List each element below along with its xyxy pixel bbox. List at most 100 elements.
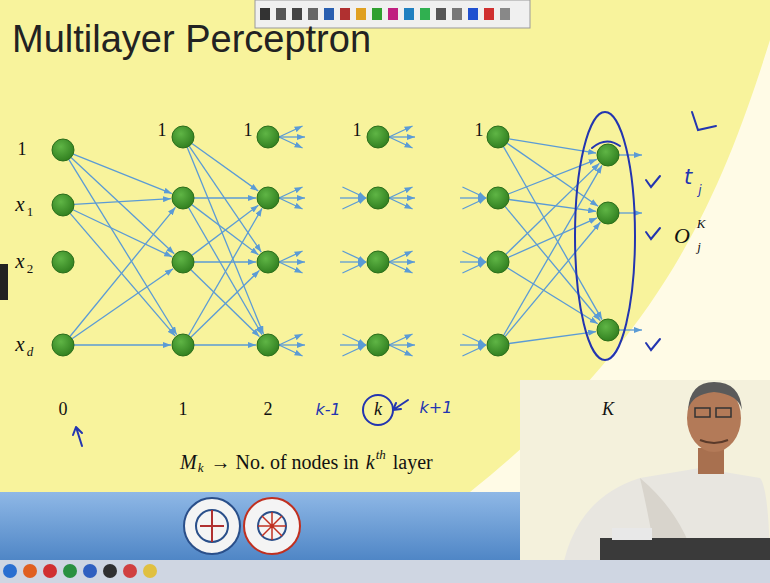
weight-arrow <box>505 206 600 320</box>
neuron-node <box>367 126 389 148</box>
slide-title: Multilayer Perceptron <box>12 18 371 61</box>
network-illustration <box>52 126 642 356</box>
input-symbol: x <box>15 333 24 356</box>
weight-arrow <box>340 261 366 262</box>
neuron-node <box>52 139 74 161</box>
weight-arrow <box>191 270 260 337</box>
neuron-node <box>52 251 74 273</box>
superscript: K <box>697 217 706 231</box>
weight-arrow <box>194 197 256 198</box>
weight-arrow <box>503 147 602 320</box>
weight-arrow <box>460 344 486 345</box>
weight-arrow <box>460 261 486 262</box>
weight-arrow <box>279 187 303 198</box>
neuron-node <box>367 334 389 356</box>
neuron-node <box>172 187 194 209</box>
neuron-node <box>257 126 279 148</box>
weight-arrow <box>619 154 642 155</box>
bias-label: 1 <box>475 121 484 141</box>
weight-arrow <box>342 345 366 356</box>
neuron-node <box>52 334 74 356</box>
weight-arrow <box>74 199 171 205</box>
weight-arrow <box>389 126 413 137</box>
bias-label: 1 <box>244 121 253 141</box>
weight-arrow <box>342 251 366 262</box>
weight-arrow <box>462 262 486 273</box>
weight-arrow <box>342 334 366 345</box>
weight-arrow <box>342 198 366 209</box>
bias-label: 1 <box>18 140 27 160</box>
weight-arrow <box>340 344 366 345</box>
neuron-node <box>367 187 389 209</box>
weight-arrow <box>462 345 486 356</box>
weight-arrow <box>72 269 173 339</box>
weight-arrow <box>279 136 305 137</box>
neuron-node <box>487 187 509 209</box>
weight-arrow <box>187 147 263 334</box>
edge-tick <box>0 264 8 300</box>
handwritten-note: t <box>684 166 692 189</box>
caption-text: → No. of nodes in <box>210 451 358 473</box>
weight-arrow <box>279 345 303 356</box>
weight-arrow <box>389 137 413 148</box>
neuron-node <box>597 202 619 224</box>
weight-arrow <box>389 345 413 356</box>
neuron-node <box>367 251 389 273</box>
weight-arrow <box>389 261 415 262</box>
weight-arrow <box>189 146 261 252</box>
weight-arrow <box>192 205 259 255</box>
weight-arrow <box>619 329 642 330</box>
weight-arrow <box>389 251 413 262</box>
weight-arrow <box>340 197 366 198</box>
lecturer-video <box>520 380 770 583</box>
subscript: k <box>198 461 204 475</box>
weight-arrow <box>462 251 486 262</box>
weight-arrow <box>69 159 177 334</box>
neuron-node <box>597 319 619 341</box>
weight-arrow <box>194 344 256 345</box>
neuron-node <box>172 251 194 273</box>
weight-arrow <box>279 197 305 198</box>
handwritten-note: k+1 <box>420 399 453 417</box>
taskbar <box>0 560 770 583</box>
weight-arrow <box>194 261 256 262</box>
weight-arrow <box>71 158 174 254</box>
weight-arrow <box>505 222 600 336</box>
handwritten-subscript: j <box>698 184 701 197</box>
caption-symbol: k <box>366 451 375 473</box>
weight-arrow <box>74 344 171 345</box>
handwritten-note: k-1 <box>315 401 340 419</box>
input-symbol: x <box>15 193 24 216</box>
weight-arrow <box>279 251 303 262</box>
weight-arrow <box>462 187 486 198</box>
weight-arrow <box>460 197 486 198</box>
layer-index: k <box>374 400 382 420</box>
layer-index: 2 <box>264 400 273 420</box>
layer-index: 0 <box>59 400 68 420</box>
weight-arrow <box>189 208 262 335</box>
neuron-node <box>597 144 619 166</box>
neuron-node <box>487 251 509 273</box>
weight-arrow <box>462 198 486 209</box>
weight-arrow <box>507 268 597 324</box>
subscript: j <box>697 240 701 254</box>
neuron-node <box>172 126 194 148</box>
weight-arrow <box>504 165 602 335</box>
weight-arrow <box>279 198 303 209</box>
weight-arrow <box>389 136 415 137</box>
subscript: 2 <box>27 262 34 276</box>
output-symbol: O <box>674 224 690 248</box>
weight-arrow <box>342 187 366 198</box>
bias-label: 1 <box>353 121 362 141</box>
superscript: th <box>376 448 386 462</box>
neuron-node <box>487 334 509 356</box>
weight-arrow <box>389 334 413 345</box>
layer-index: 1 <box>179 400 188 420</box>
weight-arrow <box>389 198 413 209</box>
weight-arrow <box>279 137 303 148</box>
neuron-node <box>257 187 279 209</box>
weight-arrow <box>279 262 303 273</box>
